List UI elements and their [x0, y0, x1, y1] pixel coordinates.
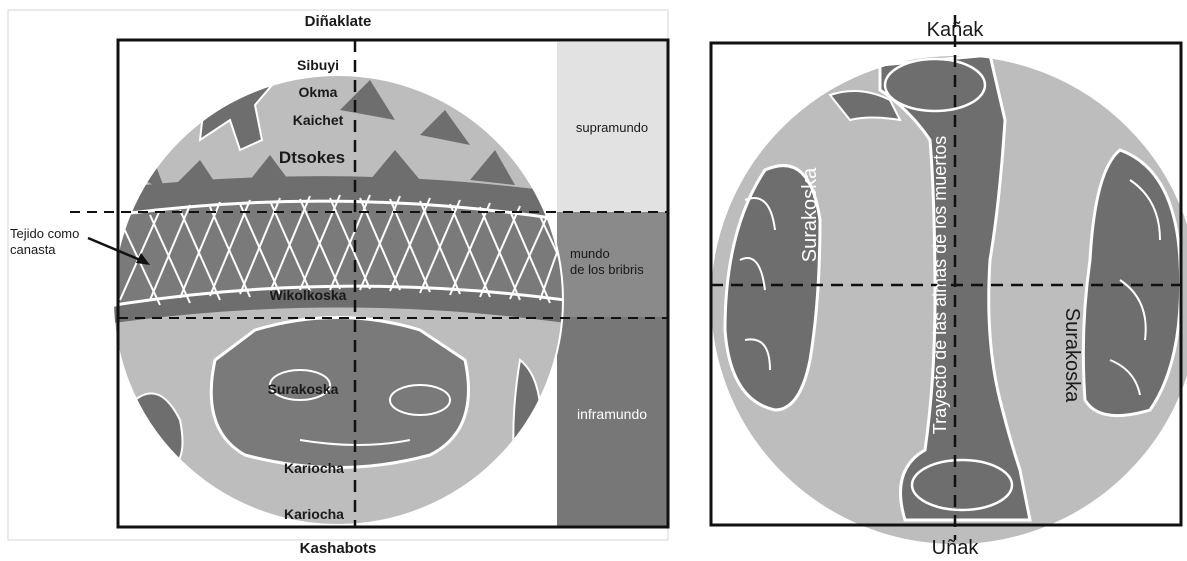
mundo-label-line2: de los bribris: [570, 262, 644, 277]
kashabots-label: Kashabots: [300, 540, 377, 557]
inframundo-band: [557, 317, 667, 527]
right-diagram: Kañak Uñak Surakoska Surakoska Trayecto …: [700, 15, 1187, 559]
supramundo-label: supramundo: [576, 120, 648, 135]
surakoska-face-label: Surakoska: [268, 381, 339, 397]
wikolkoska-label: Wikolkoska: [270, 287, 347, 303]
trayecto-label: Trayecto de las almas de los muertos: [930, 136, 950, 434]
okma-label: Okma: [299, 84, 338, 100]
left-diagram: Diñaklate Kashabots Tejido como canasta …: [8, 10, 668, 557]
kariocha-label-2: Kariocha: [284, 506, 344, 522]
kanak-label: Kañak: [927, 19, 985, 41]
dtsokes-label: Dtsokes: [279, 148, 345, 167]
dinaklate-label: Diñaklate: [305, 13, 372, 30]
surakoska-right-label: Surakoska: [1061, 308, 1083, 403]
tejido-label-line2: canasta: [10, 242, 56, 257]
kariocha-label-1: Kariocha: [284, 460, 344, 476]
unak-label: Uñak: [932, 537, 980, 559]
kaichet-label: Kaichet: [293, 112, 344, 128]
surakoska-left-label: Surakoska: [799, 167, 821, 262]
sibuyi-label: Sibuyi: [297, 57, 339, 73]
mundo-label-line1: mundo: [570, 246, 610, 261]
inframundo-label: inframundo: [577, 406, 647, 422]
tejido-label-line1: Tejido como: [10, 226, 79, 241]
